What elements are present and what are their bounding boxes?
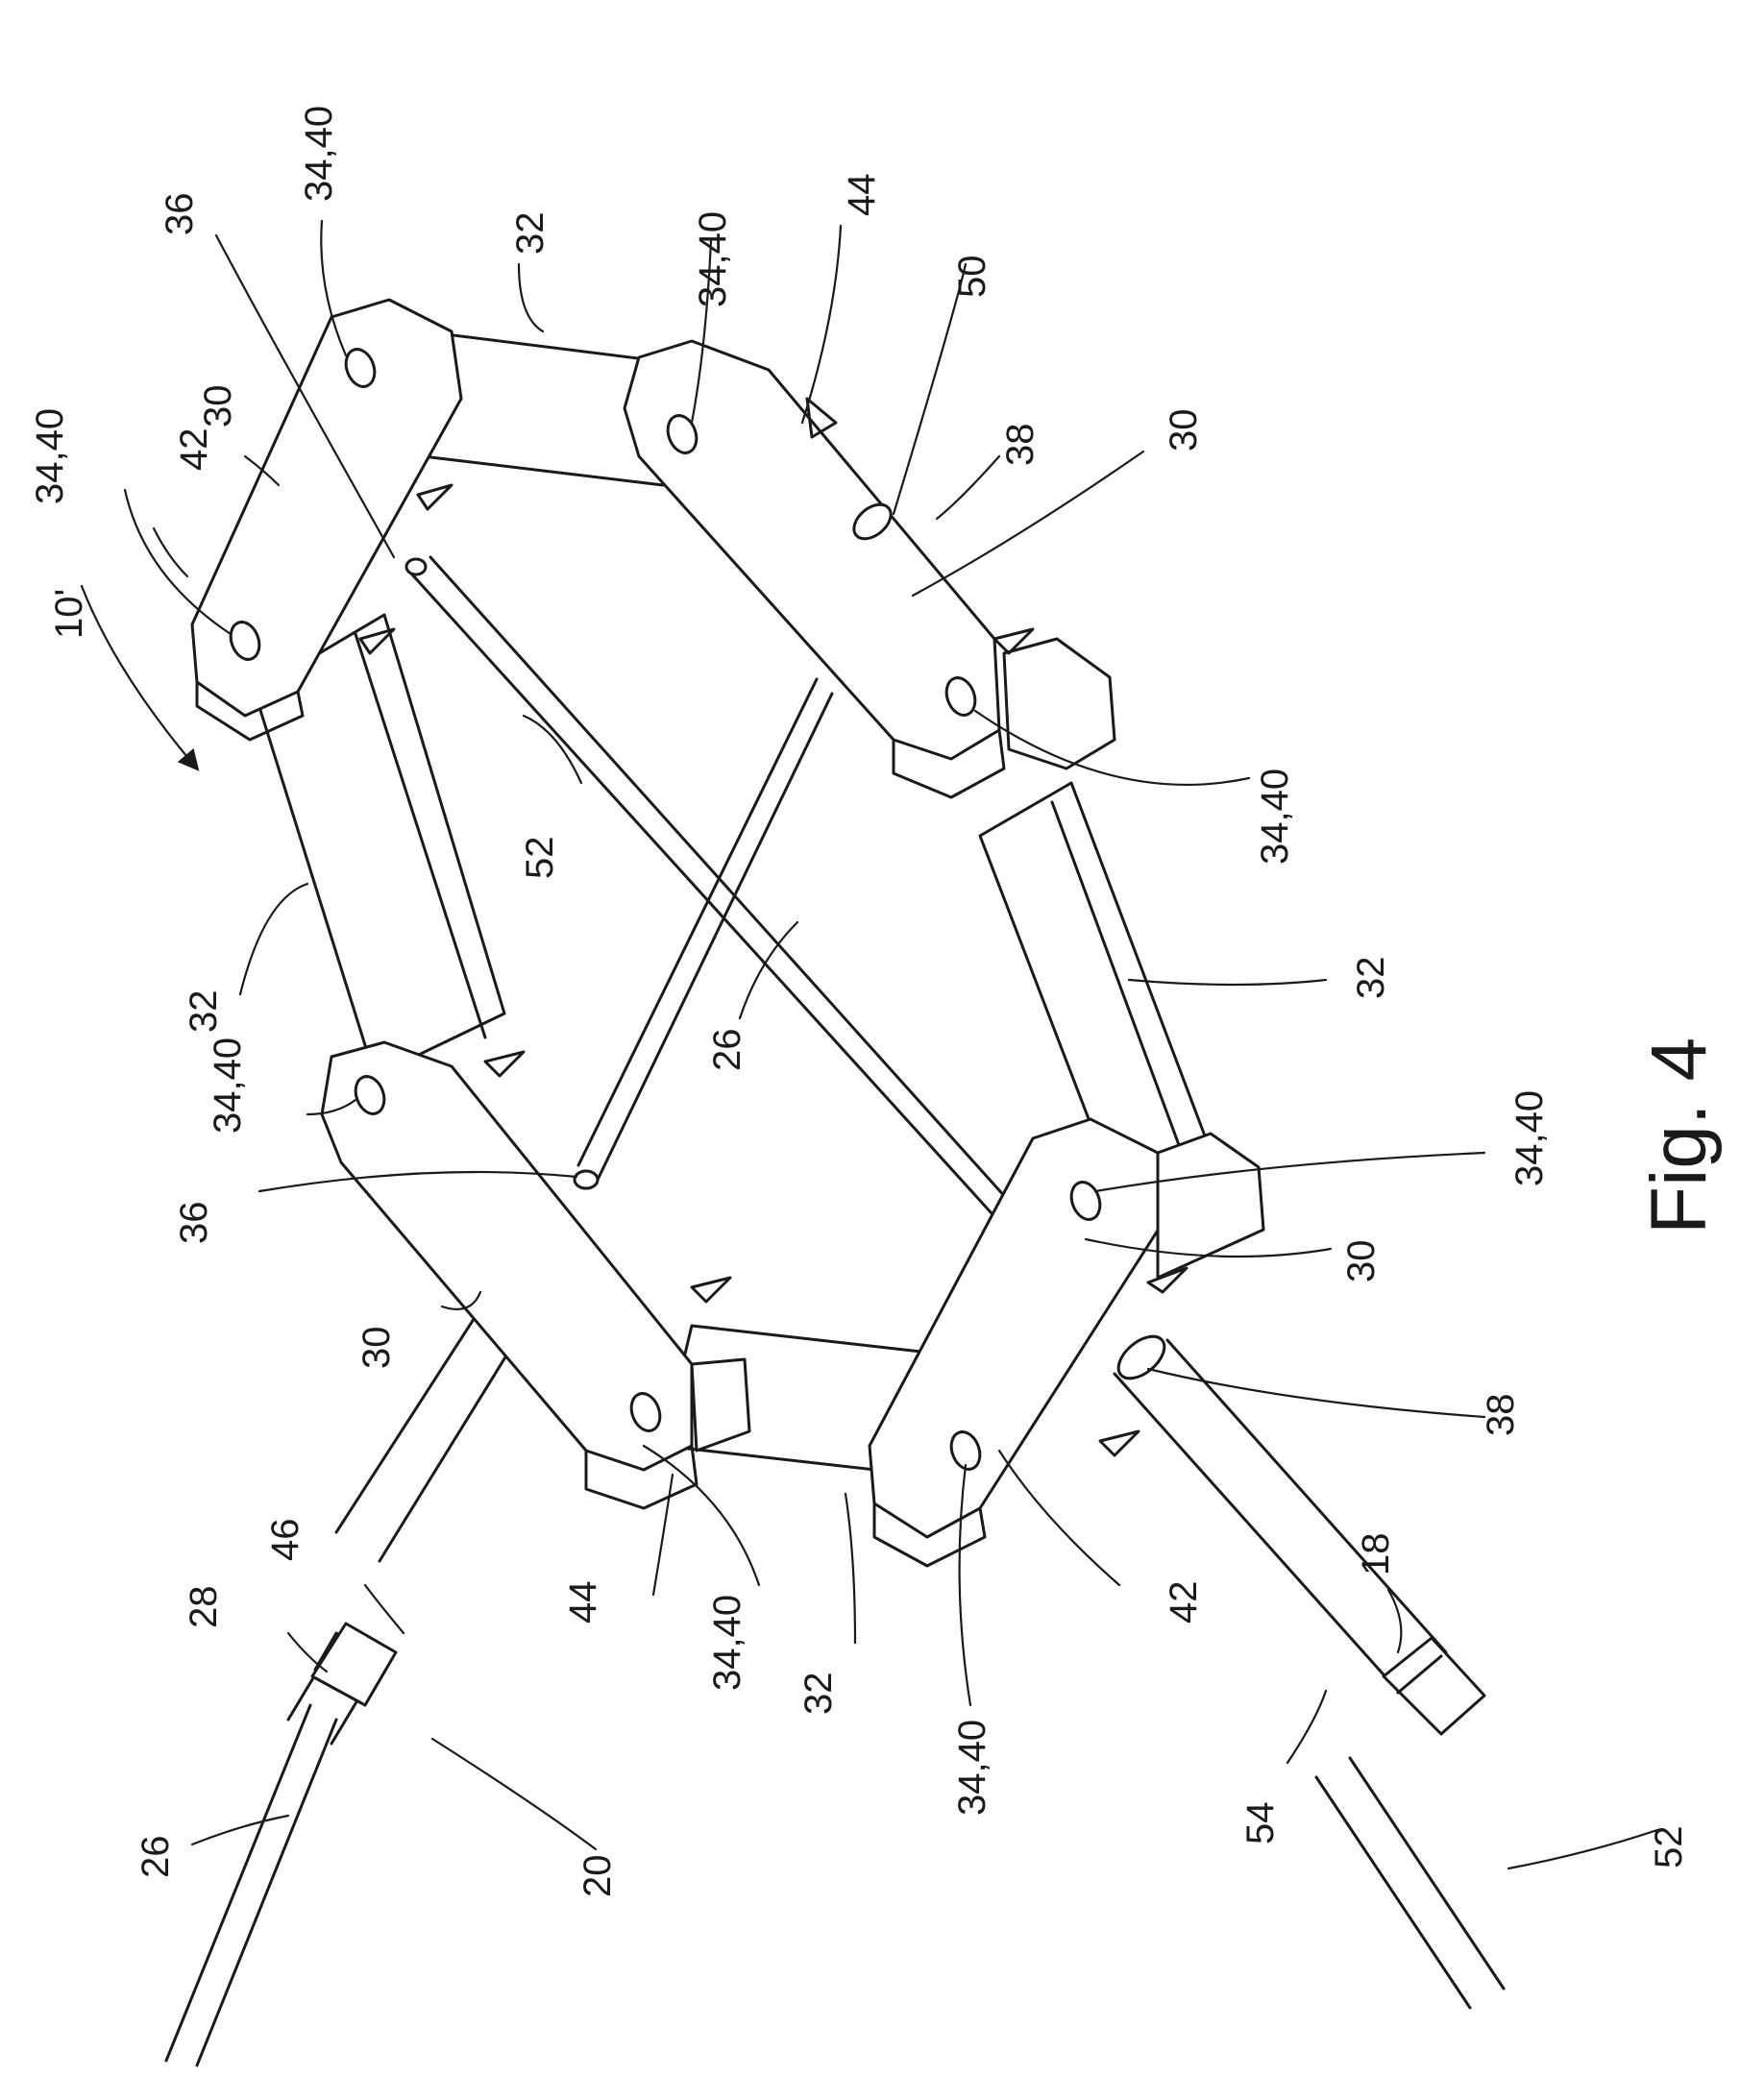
figure-caption: Fig. 4 (1635, 1038, 1723, 1234)
label-34-40: 34,40 (951, 1720, 993, 1816)
label-44: 44 (562, 1581, 604, 1624)
label-44: 44 (841, 174, 883, 217)
sleeve-28 (312, 1624, 396, 1705)
label-32: 32 (183, 990, 225, 1034)
label-20: 20 (576, 1855, 619, 1898)
label-46: 46 (264, 1519, 306, 1562)
label-26: 26 (706, 1029, 748, 1072)
label-30: 30 (355, 1327, 398, 1370)
label-18: 18 (1355, 1533, 1397, 1576)
label-34-40: 34,40 (298, 106, 340, 202)
label-52: 52 (1648, 1826, 1690, 1869)
label-42: 42 (173, 428, 215, 472)
label-34-40: 34,40 (1508, 1090, 1551, 1186)
label-50: 50 (951, 256, 993, 299)
label-36: 36 (159, 193, 201, 236)
label-36: 36 (173, 1202, 215, 1245)
label-34-40: 34,40 (1254, 769, 1296, 865)
label-34-40: 34,40 (706, 1595, 748, 1691)
label-34-40: 34,40 (207, 1038, 249, 1134)
label-38: 38 (1480, 1394, 1522, 1437)
plate-30-bottomleft (322, 1042, 749, 1508)
label-38: 38 (999, 424, 1042, 467)
label-30: 30 (1340, 1240, 1383, 1283)
assembly-reference: 10' (48, 589, 90, 639)
label-54: 54 (1239, 1802, 1282, 1845)
label-30: 30 (1163, 409, 1205, 452)
reference-labels: 42 34,40 30 36 34,40 32 34,40 44 50 38 3… (29, 106, 1723, 1897)
plate-42-bottomright (870, 1119, 1263, 1566)
label-42: 42 (1163, 1581, 1205, 1624)
label-30: 30 (197, 385, 239, 428)
label-34-40: 34,40 (692, 211, 734, 307)
label-32: 32 (509, 212, 551, 256)
tube-54 (1111, 1329, 1484, 1734)
label-34-40: 34,40 (29, 408, 71, 504)
label-28: 28 (183, 1586, 225, 1629)
label-52: 52 (519, 837, 561, 880)
plate-44-top (625, 341, 1115, 797)
label-26: 26 (135, 1836, 177, 1879)
label-32: 32 (1350, 957, 1392, 1000)
label-32: 32 (797, 1673, 840, 1716)
